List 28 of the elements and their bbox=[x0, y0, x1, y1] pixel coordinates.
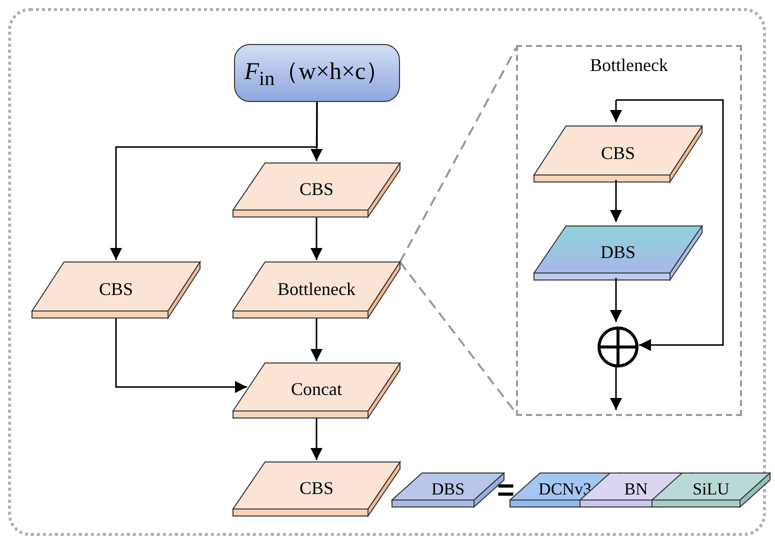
arrow bbox=[610, 366, 622, 410]
block-label: Bottleneck bbox=[278, 280, 356, 298]
arrow bbox=[616, 99, 724, 351]
arrow bbox=[310, 102, 323, 161]
block-label: DBS bbox=[600, 242, 636, 260]
equals-sign: = bbox=[497, 474, 515, 508]
input-label: F$_{in}$（w×h×c） bbox=[244, 58, 390, 91]
arrow bbox=[310, 418, 322, 460]
block-label: CBS bbox=[299, 180, 334, 198]
block-label: CBS bbox=[600, 144, 636, 162]
sum-symbol bbox=[597, 326, 639, 368]
block-label: SiLU bbox=[692, 480, 730, 497]
block-label: CBS bbox=[299, 478, 334, 496]
panel-heading: Bottleneck bbox=[590, 55, 668, 76]
arrow bbox=[610, 100, 622, 122]
input-box bbox=[234, 44, 400, 102]
zoom-panel bbox=[516, 45, 742, 416]
block-label: BN bbox=[624, 480, 648, 497]
block-label: Concat bbox=[291, 380, 342, 398]
arrow bbox=[610, 278, 622, 322]
block-label: DCNv3 bbox=[538, 480, 592, 497]
arrow bbox=[610, 180, 622, 222]
arrow bbox=[115, 318, 247, 393]
arrow bbox=[310, 217, 322, 260]
block-label: DBS bbox=[431, 480, 465, 497]
block-label: CBS bbox=[98, 280, 134, 298]
arrow bbox=[310, 318, 322, 361]
arrow bbox=[110, 102, 318, 260]
